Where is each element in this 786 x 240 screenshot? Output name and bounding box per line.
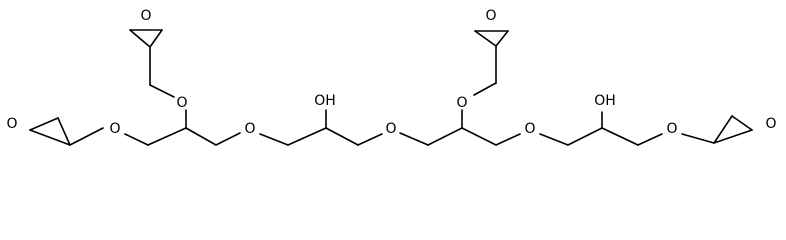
epoxide-ring-center [474, 30, 509, 84]
ether-oxygen-label: O [176, 95, 187, 111]
main-chain-bonds [69, 127, 715, 146]
ether-oxygen-label: O [244, 121, 255, 137]
ether-oxygen-label: O [666, 121, 677, 137]
atom-labels: O O O O O O O O O O O OH OH [6, 8, 776, 137]
ether-oxygen-label: O [524, 121, 535, 137]
epoxide-ring-right [713, 115, 753, 144]
ether-oxygen-label: O [456, 95, 467, 111]
side-chain-bonds [149, 82, 603, 129]
epoxide-oxygen-label: O [765, 116, 776, 132]
chemical-structure-diagram: O O O O O O O O O O O OH OH [6, 8, 777, 146]
epoxide-oxygen-label: O [140, 8, 151, 24]
epoxide-ring-left [29, 117, 71, 146]
epoxide-ring-upper-left [129, 29, 163, 86]
hydroxyl-label: OH [594, 93, 616, 109]
hydroxyl-label: OH [314, 93, 336, 109]
ether-oxygen-label: O [109, 121, 120, 137]
ether-oxygen-label: O [385, 121, 396, 137]
epoxide-oxygen-label: O [485, 8, 496, 24]
epoxide-oxygen-label: O [6, 116, 17, 132]
